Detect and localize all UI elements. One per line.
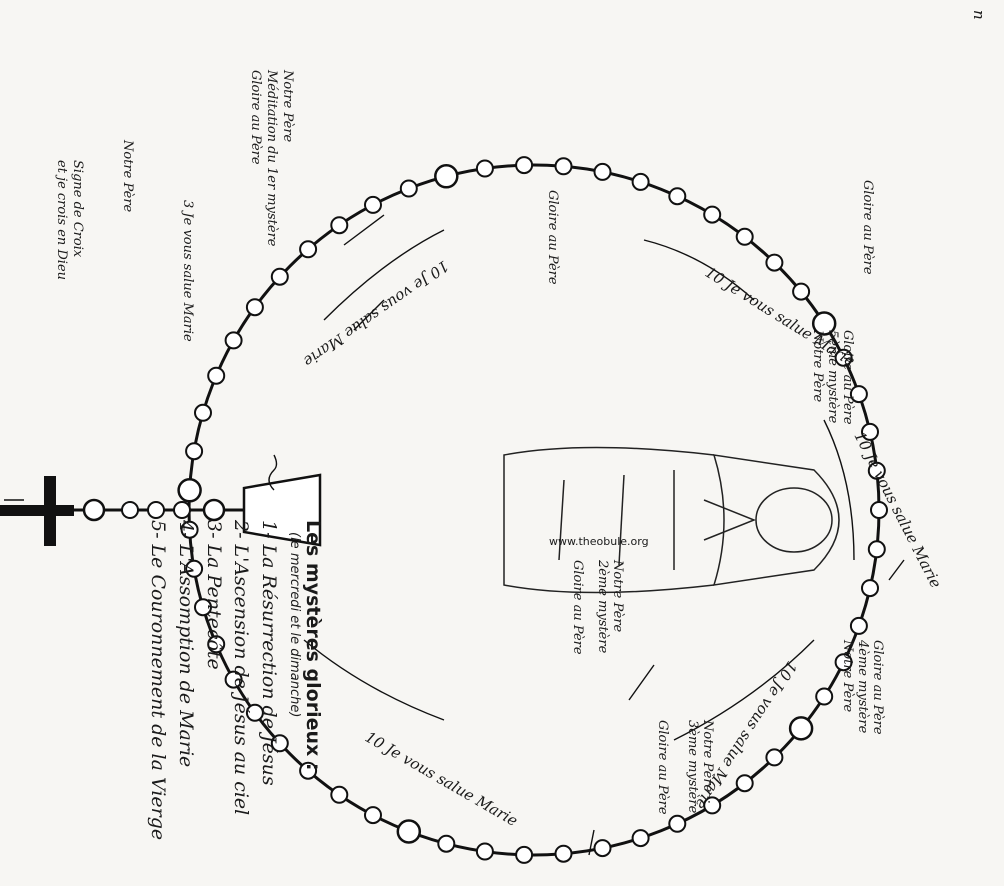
label-gloire-left: Gloire au Père: [860, 180, 875, 275]
rosary-bead-ave: [186, 443, 202, 459]
rosary-bead-ave: [737, 229, 753, 245]
decade-label-top-left: 10 Je vous salue Marie: [850, 429, 945, 591]
mysteries-subtitle: (le mercredi et le dimanche): [287, 532, 302, 880]
rosary-bead-ave: [272, 269, 288, 285]
rosary-bead-ave: [516, 847, 532, 863]
label-fourth-mystery: 4ème mystère: [855, 639, 870, 734]
label-gloire-right: Gloire au Père: [545, 190, 560, 285]
rosary-bead-ave: [595, 840, 611, 856]
rosary-bead-ave: [766, 255, 782, 271]
stem-label-meditation: Méditation du 1er mystère: [264, 69, 279, 247]
rosary-bead-ave: [704, 207, 720, 223]
label-gloire-lower-right: Gloire au Père: [570, 560, 585, 655]
mysteries-title: Les mystères glorieux :: [302, 520, 324, 880]
decade-label-right: 10 Je vous salue Marie: [362, 728, 521, 830]
stem-label-notre-pere-2: Notre Père: [120, 139, 135, 213]
rosary-bead-ave: [871, 502, 887, 518]
rosary-bead-ave: [477, 161, 493, 177]
rosary-bead-ave: [633, 830, 649, 846]
rosary-bead-ave: [300, 241, 316, 257]
cross-horizontal: [44, 476, 56, 546]
stem-bead-notre-pere: [84, 500, 104, 520]
mystery-item: 3- La Pentecôte: [200, 520, 226, 880]
rosary-bead-ave: [401, 181, 417, 197]
rosary-bead-notre-pere: [179, 479, 201, 501]
rosary-bead-ave: [331, 787, 347, 803]
rosary-bead-ave: [195, 405, 211, 421]
rosary-bead-ave: [737, 775, 753, 791]
label-gloire-center-top: Gloire au Père: [870, 640, 885, 735]
mystery-item: 4- L'Assomption de Marie: [172, 520, 198, 880]
rosary-bead-ave: [816, 689, 832, 705]
label-second-mystery: 2ème mystère: [595, 559, 610, 654]
stem-label-signe: Signe de Croix: [70, 160, 85, 258]
label-fifth-mystery: 5ème mystère: [825, 330, 840, 424]
rosary-bead-ave: [862, 580, 878, 596]
mysteries-list: Les mystères glorieux : (le mercredi et …: [143, 520, 324, 880]
rosary-bead-ave: [595, 164, 611, 180]
rosary-bead-ave: [793, 284, 809, 300]
rosary-bead-ave: [365, 807, 381, 823]
website-label: www.theobule.org: [549, 535, 649, 548]
label-fourth-notre-pere: Notre Père: [840, 639, 855, 713]
rosary-bead-ave: [556, 158, 572, 174]
label-gloire-upper-left: Gloire au Père: [840, 330, 855, 425]
stem-bead: [174, 502, 190, 518]
stem-label-credo: et je crois en Dieu: [54, 160, 69, 280]
mystery-item: 1- La Résurrection de Jésus: [255, 520, 281, 880]
rosary-bead-ave: [869, 541, 885, 557]
rosary-bead-notre-pere: [790, 717, 812, 739]
mary-figure: [504, 448, 839, 593]
label-third-mystery: 3ème mystère: [685, 720, 700, 814]
rosary-bead-notre-pere: [398, 821, 420, 843]
rosary-bead-ave: [208, 368, 224, 384]
rosary-bead-ave: [226, 332, 242, 348]
label-third-notre-pere: Notre Père: [700, 719, 715, 793]
stem-bead: [122, 502, 138, 518]
corner-letter: n: [970, 10, 988, 20]
cross-vertical: [0, 505, 74, 516]
label-fifth-notre-pere: Notre Père: [810, 329, 825, 403]
rosary-bead-ave: [331, 217, 347, 233]
rosary-bead-ave: [438, 836, 454, 852]
stem-bead: [148, 502, 164, 518]
rosary-bead-ave: [766, 749, 782, 765]
rosary-bead-ave: [633, 174, 649, 190]
rosary-bead-ave: [669, 816, 685, 832]
rosary-bead-ave: [516, 157, 532, 173]
label-second-notre-pere: Notre Père: [610, 559, 625, 633]
rosary-bead-ave: [477, 844, 493, 860]
mystery-item: 2- L'Ascension de Jésus au ciel: [228, 520, 254, 880]
rosary-bead-ave: [851, 618, 867, 634]
stem-bead-notre-pere: [204, 500, 224, 520]
stem-label-three-aves: 3 Je vous salue Marie: [180, 200, 195, 342]
rosary-bead-notre-pere: [435, 165, 457, 187]
rosary-bead-ave: [556, 846, 572, 862]
mystery-item: 5- Le Couronnement de la Vierge: [145, 520, 171, 880]
rosary-bead-ave: [669, 188, 685, 204]
rosary-bead-ave: [247, 299, 263, 315]
label-gloire-upper-right: Gloire au Père: [655, 720, 670, 815]
stem-label-gloire: Gloire au Père: [248, 70, 263, 165]
stem-label-notre-pere: Notre Père: [280, 69, 295, 143]
rosary-bead-ave: [365, 197, 381, 213]
